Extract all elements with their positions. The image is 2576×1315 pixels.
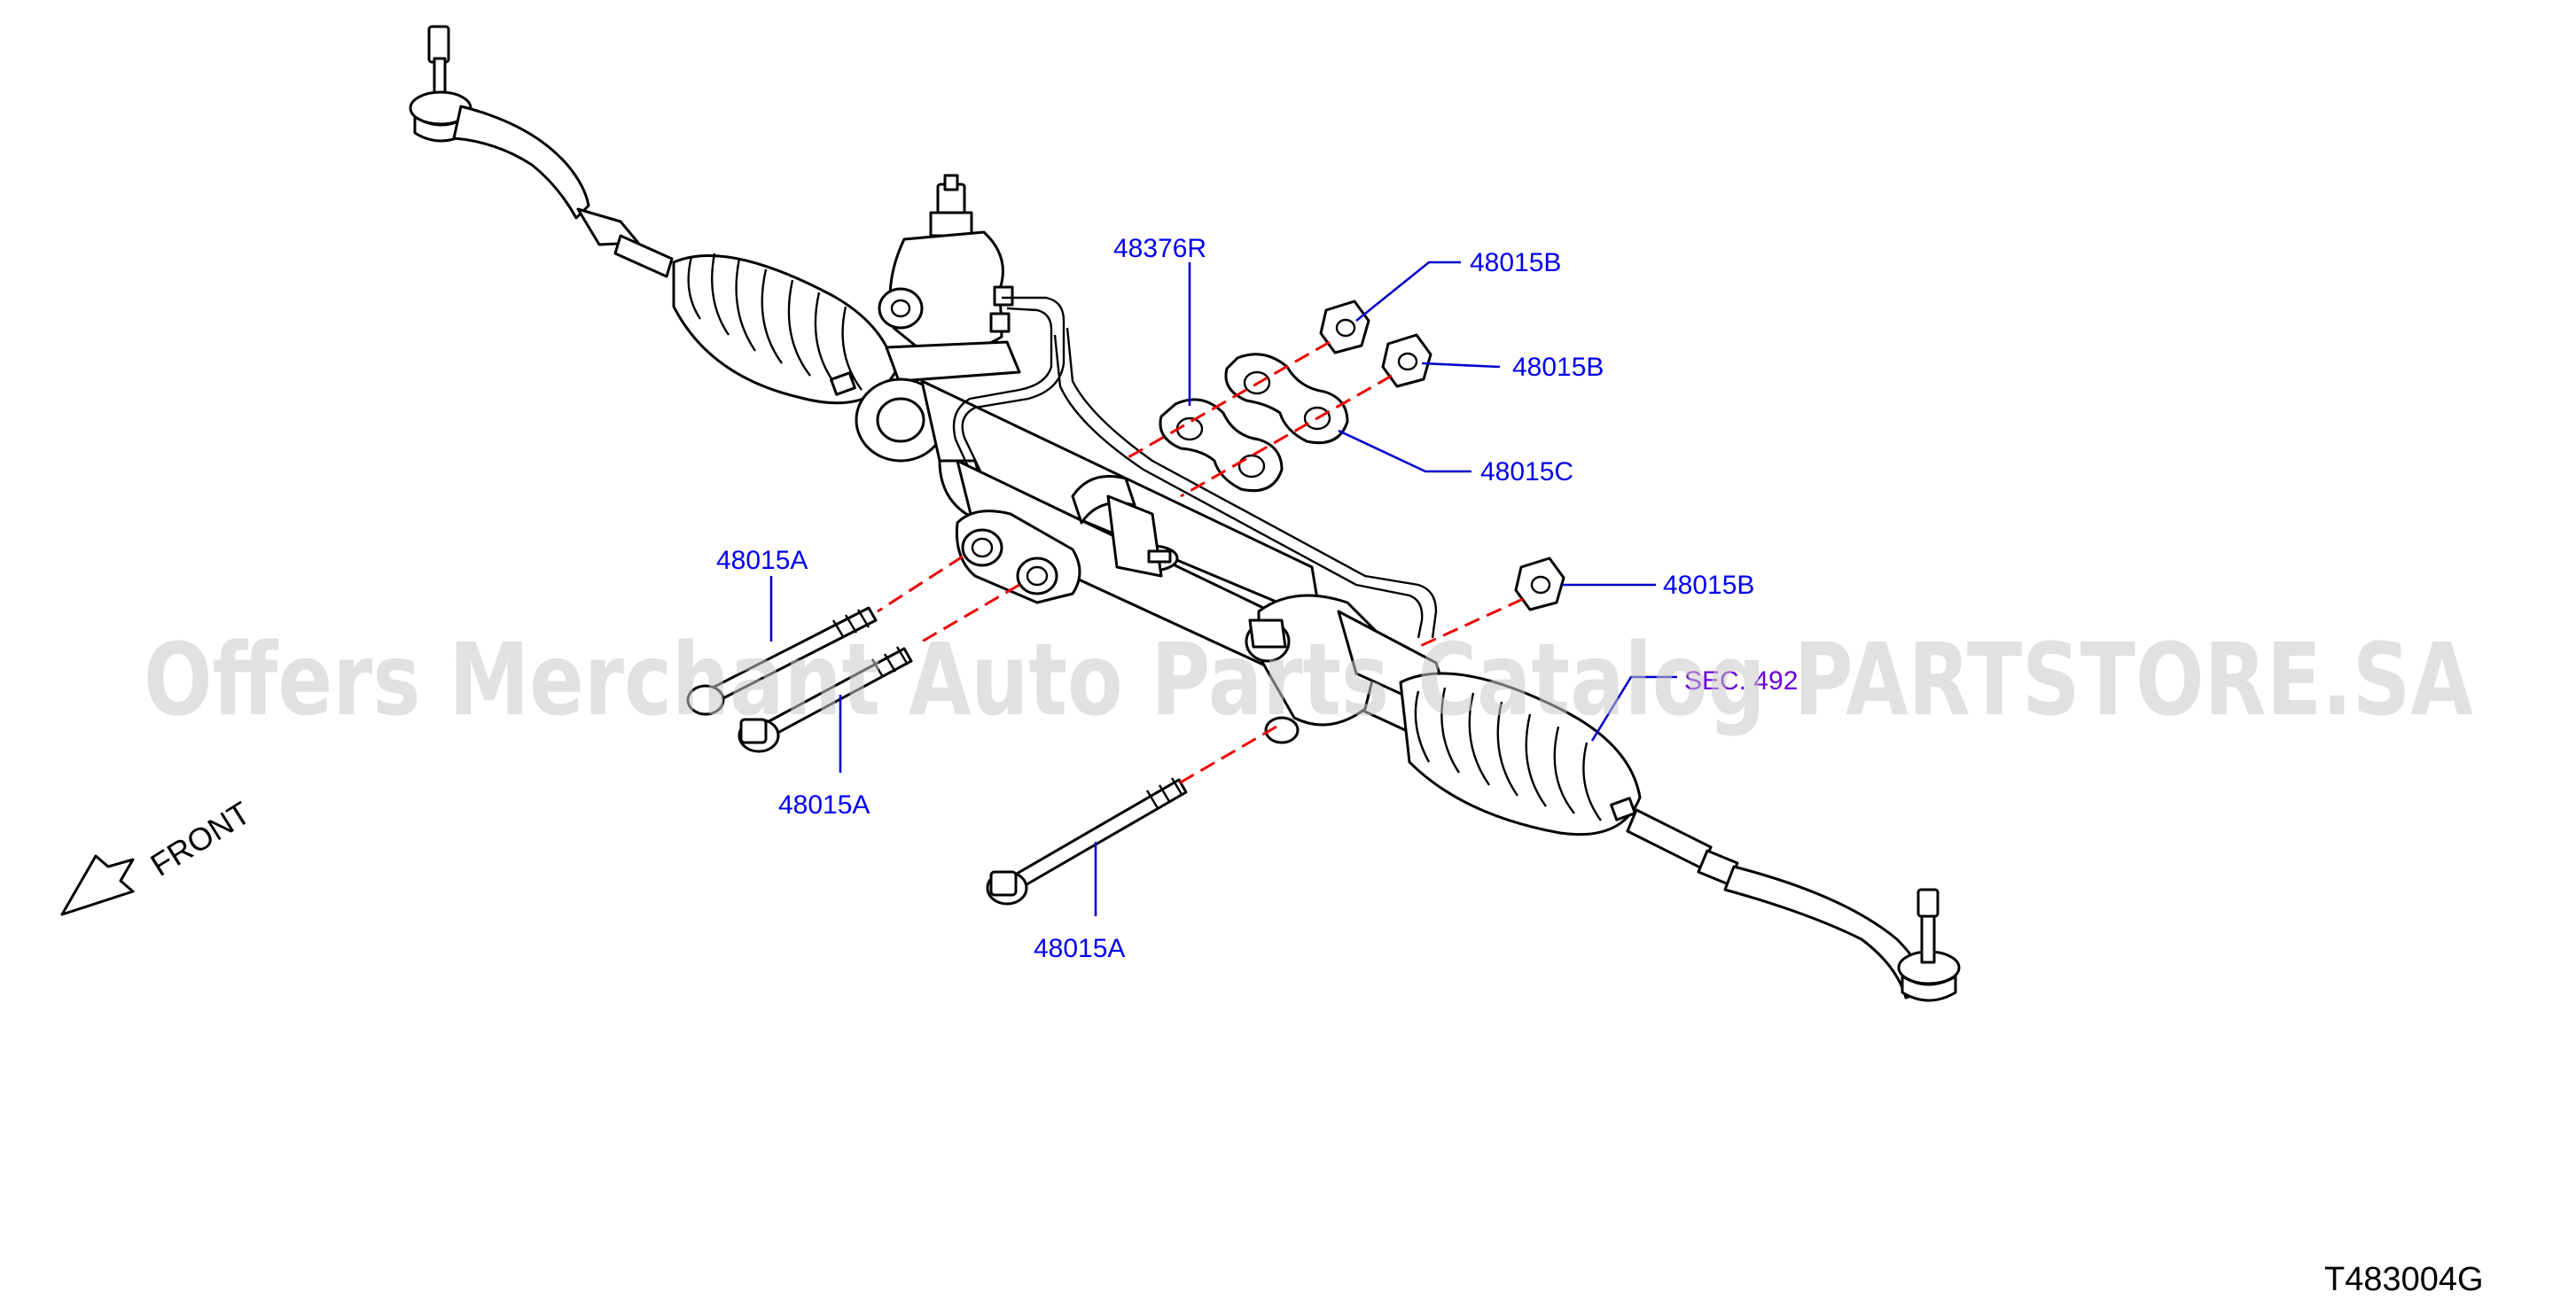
label-48015B-top-1[interactable]: 48015B [1470, 248, 1561, 277]
front-arrow-icon [60, 854, 135, 916]
right-boot[interactable] [1399, 672, 1642, 836]
gasket-48376R[interactable] [1159, 398, 1284, 493]
left-mount-bracket[interactable] [955, 510, 1081, 604]
install-axes [877, 340, 1524, 785]
left-tie-rod-end[interactable] [409, 25, 674, 278]
nut-48015B-top-2[interactable] [1381, 333, 1432, 388]
front-label: FRONT [144, 794, 257, 883]
label-48015A-lower[interactable]: 48015A [1034, 934, 1125, 963]
label-48376R[interactable]: 48376R [1113, 234, 1206, 263]
right-tie-rod-end[interactable] [1626, 808, 1961, 1002]
label-48015C[interactable]: 48015C [1480, 457, 1573, 486]
bolt-48015A-upper[interactable] [686, 606, 878, 716]
label-48015A-upper[interactable]: 48015A [716, 546, 808, 575]
label-section-ref[interactable]: SEC. 492 [1684, 666, 1798, 696]
washer-plate-48015C[interactable] [1224, 353, 1349, 445]
bolt-48015A-middle[interactable] [738, 646, 913, 753]
label-48015A-middle[interactable]: 48015A [778, 790, 870, 820]
leader-lines [769, 261, 1677, 916]
nut-48015B-right[interactable] [1514, 556, 1565, 611]
label-48015B-top-2[interactable]: 48015B [1512, 353, 1604, 382]
nut-48015B-top-1[interactable] [1319, 300, 1370, 354]
label-48015B-right[interactable]: 48015B [1663, 571, 1754, 600]
diagram-code: T483004G [2324, 1261, 2484, 1298]
bolt-48015A-lower[interactable] [986, 777, 1188, 906]
left-boot[interactable] [672, 253, 897, 405]
front-indicator: FRONT [60, 794, 257, 916]
watermark: Offers Merchant Auto Parts Catalog PARTS… [144, 623, 2473, 738]
